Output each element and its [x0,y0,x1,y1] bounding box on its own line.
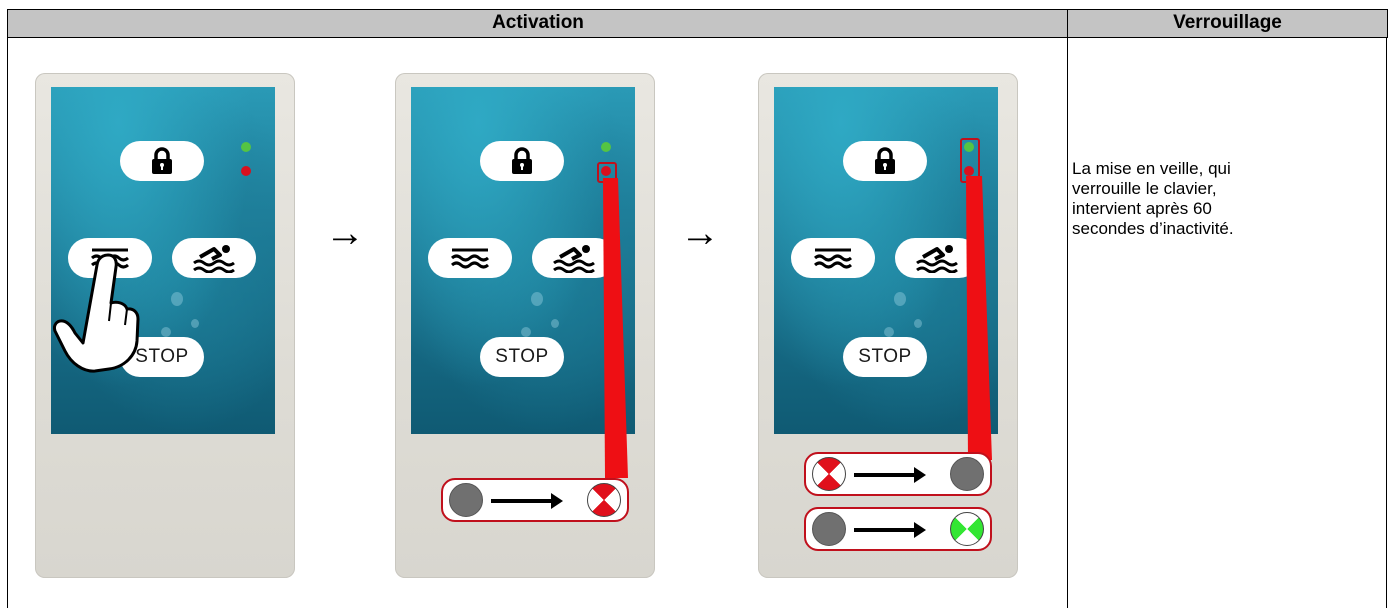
transition-arrow-icon [854,467,926,483]
stop-button[interactable]: STOP [843,337,927,377]
led-highlight-frame [960,138,980,183]
status-led-green [601,142,611,152]
table-border-left [7,37,8,608]
lock-button[interactable] [120,141,204,181]
status-led-green [964,142,974,152]
led-off-icon [449,483,483,517]
table-border-right [1386,37,1387,608]
led-green-transition-callout [804,507,992,551]
lock-icon [152,147,172,174]
swimmer-icon [916,245,958,273]
led-transition-callout [441,478,629,522]
stop-button[interactable]: STOP [480,337,564,377]
note-line: intervient après 60 [1072,199,1212,218]
lock-icon [875,147,895,174]
swim-button[interactable] [895,238,979,278]
status-led-red [241,166,251,176]
instruction-table: Activation Verrouillage [7,9,1388,608]
step-arrow-1: → [325,211,365,255]
note-line: secondes d’inactivité. [1072,219,1234,238]
lock-button[interactable] [843,141,927,181]
keypad-step-3: STOP [758,73,1018,578]
keypad-screen: STOP [774,87,998,434]
led-red-blink-icon [587,483,621,517]
led-green-blink-icon [950,512,984,546]
status-led-green [241,142,251,152]
swim-button[interactable] [532,238,616,278]
swimmer-icon [193,245,235,273]
led-off-icon [812,512,846,546]
led-red-blink-icon [812,457,846,491]
lock-description: La mise en veille, qui verrouille le cla… [1072,159,1322,239]
note-line: La mise en veille, qui [1072,159,1231,178]
status-led-red [601,166,611,176]
lock-icon [512,147,532,174]
stop-button[interactable]: STOP [120,337,204,377]
header-verrouillage: Verrouillage [1067,9,1388,38]
finger-pointer-icon [53,253,140,373]
transition-arrow-icon [491,493,563,509]
swimmer-icon [553,245,595,273]
note-line: verrouille le clavier, [1072,179,1217,198]
keypad-step-1: STOP [35,73,295,578]
waves-button[interactable] [428,238,512,278]
keypad-screen: STOP [411,87,635,434]
status-led-red [964,166,974,176]
waves-button[interactable] [791,238,875,278]
waves-icon [451,248,489,269]
led-red-transition-callout [804,452,992,496]
lock-button[interactable] [480,141,564,181]
transition-arrow-icon [854,522,926,538]
led-off-icon [950,457,984,491]
header-activation: Activation [7,9,1069,38]
step-arrow-2: → [680,211,720,255]
keypad-screen: STOP [51,87,275,434]
table-border-middle [1067,37,1068,608]
led-highlight-frame [597,162,617,183]
swim-button[interactable] [172,238,256,278]
waves-icon [814,248,852,269]
